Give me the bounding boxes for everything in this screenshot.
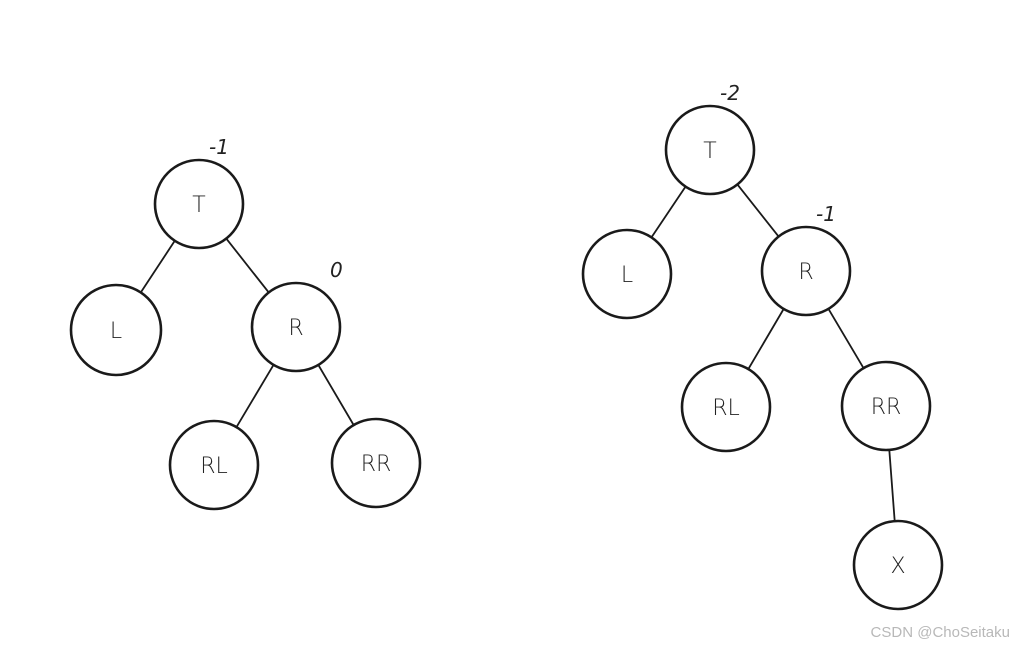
node-RR-circle [330, 417, 422, 509]
node-L-circle [69, 283, 163, 377]
node-T: T -1 [153, 135, 245, 250]
node-RL: RL [680, 361, 772, 453]
node-RR: RR [840, 360, 932, 452]
edge-T-L [648, 182, 689, 242]
node-X-circle [852, 519, 944, 611]
watermark: CSDN @ChoSeitaku [870, 624, 1010, 641]
edge-T-L [137, 236, 178, 297]
node-L: L [581, 228, 673, 320]
edge-R-RL [233, 360, 277, 432]
node-RL-label: RL [200, 454, 228, 479]
edge-T-R [222, 234, 273, 297]
edge-R-RR [825, 304, 867, 373]
node-RL: RL [168, 419, 260, 511]
node-RR-label: RR [361, 452, 392, 477]
edge-RR-X [888, 444, 896, 526]
node-T-label: T [192, 193, 205, 218]
node-L-label: L [110, 319, 122, 344]
node-R-balance-factor: 0 [330, 258, 343, 282]
node-R-label: R [288, 316, 303, 341]
node-RR-label: RR [871, 395, 902, 420]
node-L-circle [581, 228, 673, 320]
node-L-label: L [621, 263, 633, 288]
node-RL-circle [168, 419, 260, 511]
node-R-label: R [798, 260, 813, 285]
node-RR: RR [330, 417, 422, 509]
node-RL-label: RL [712, 396, 740, 421]
node-R-circle [250, 281, 342, 373]
node-T-circle [664, 104, 756, 196]
node-R-circle [760, 225, 852, 317]
edge-T-R [734, 180, 782, 241]
node-RL-circle [680, 361, 772, 453]
tree-right: T -2L R -1RL RR X [581, 81, 944, 611]
node-T-circle [153, 158, 245, 250]
edge-R-RL [745, 304, 787, 374]
edge-R-RR [315, 360, 357, 430]
node-RR-circle [840, 360, 932, 452]
node-T-balance-factor: -1 [209, 135, 229, 159]
node-T: T -2 [664, 81, 756, 196]
node-X-label: X [890, 554, 905, 579]
node-L: L [69, 283, 163, 377]
node-T-label: T [703, 139, 716, 164]
node-X: X [852, 519, 944, 611]
node-T-balance-factor: -2 [720, 81, 740, 105]
node-R: R0 [250, 258, 343, 373]
node-R-balance-factor: -1 [816, 202, 836, 226]
node-R: R -1 [760, 202, 852, 317]
